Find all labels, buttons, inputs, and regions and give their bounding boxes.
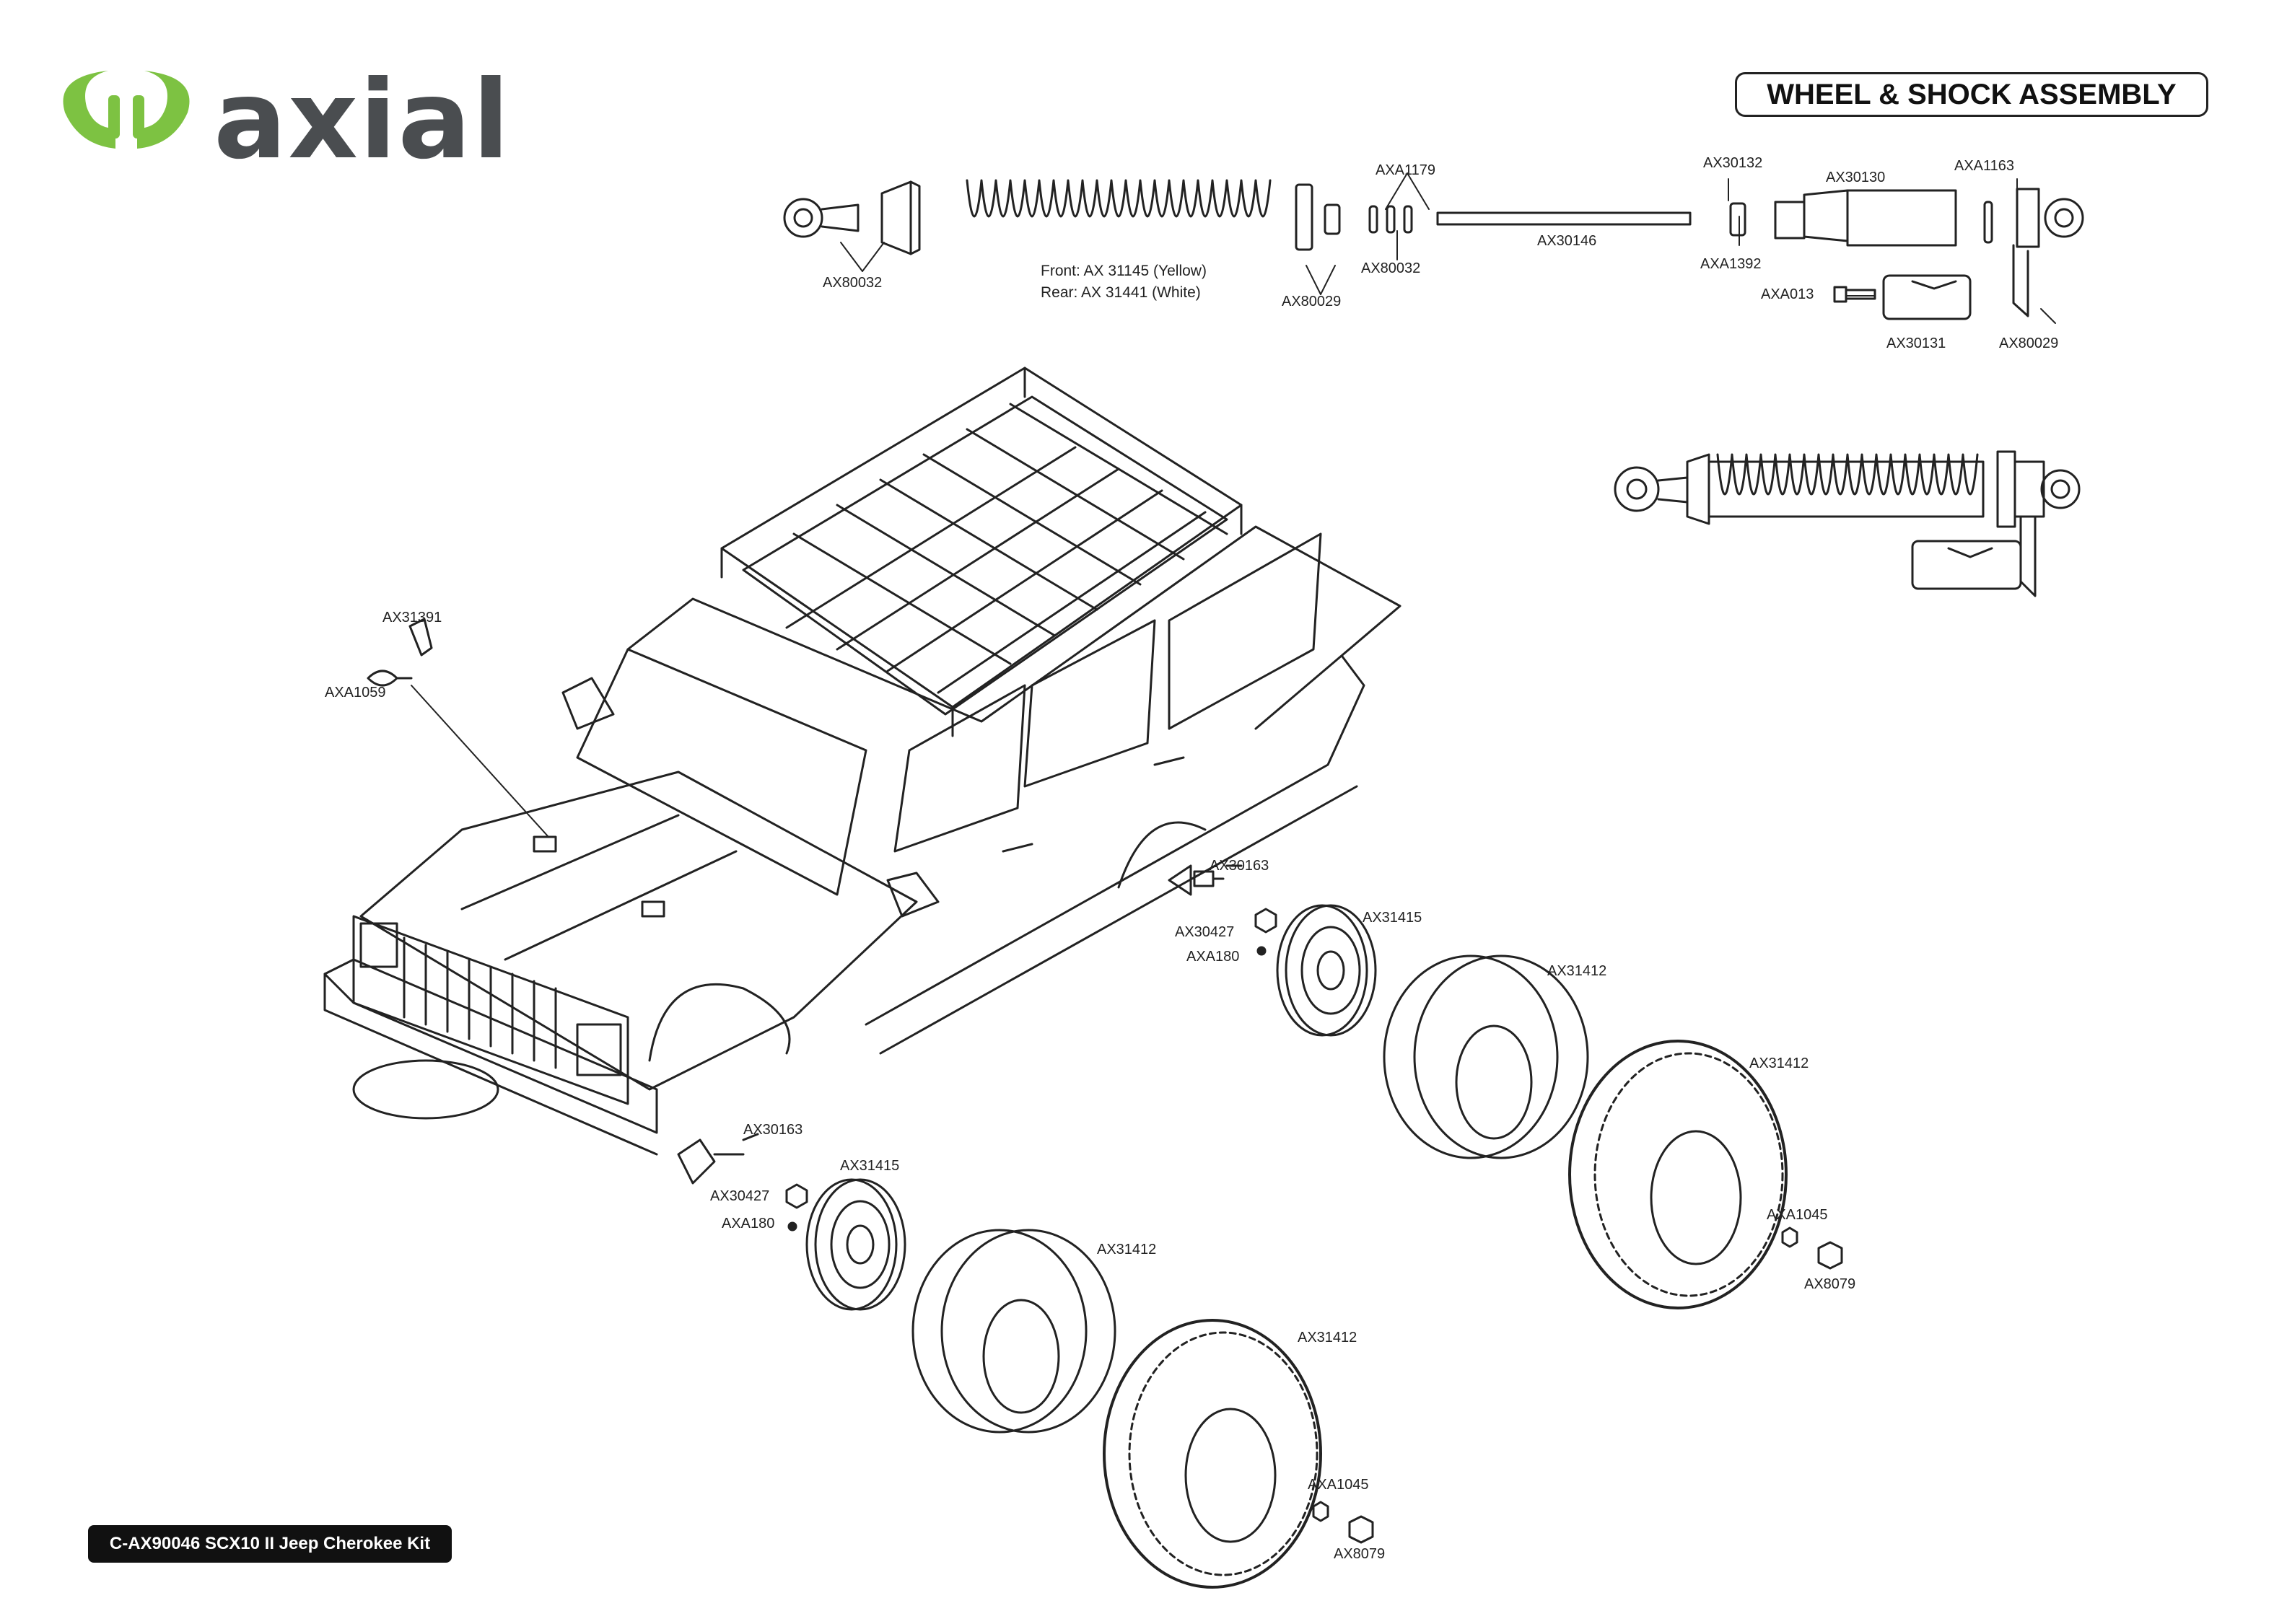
axial-wordmark: axial [214, 58, 512, 183]
label-axa1392: AXA1392 [1700, 256, 1762, 272]
front-wheel-set [677, 1133, 1374, 1589]
axial-logo-icon [63, 71, 190, 149]
label-ax30130: AX30130 [1826, 170, 1885, 185]
label-ax31391: AX31391 [382, 610, 442, 626]
label-ax80032-mid: AX80032 [1361, 260, 1420, 276]
label-ax80029-right: AX80029 [1999, 335, 2058, 351]
label-ax30132: AX30132 [1703, 155, 1762, 171]
label-front-ax31415: AX31415 [840, 1158, 899, 1174]
label-front-ax30427: AX30427 [710, 1188, 769, 1204]
label-rear-tire: AX31412 [1749, 1055, 1809, 1071]
label-front-axa1045: AXA1045 [1308, 1477, 1369, 1493]
label-rear-ax8079: AX8079 [1804, 1276, 1855, 1292]
label-spring-rear: Rear: AX 31441 (White) [1041, 284, 1201, 301]
label-rear-insert: AX31412 [1547, 963, 1606, 979]
kit-label-badge: C-AX90046 SCX10 II Jeep Cherokee Kit [88, 1525, 452, 1563]
label-rear-axa180: AXA180 [1186, 949, 1239, 965]
label-axa1179: AXA1179 [1376, 162, 1435, 178]
label-front-ax8079: AX8079 [1334, 1546, 1385, 1562]
label-ax30146: AX30146 [1537, 233, 1596, 249]
label-front-ax30163: AX30163 [743, 1122, 803, 1138]
label-ax80029-left: AX80029 [1282, 294, 1341, 310]
label-front-insert: AX31412 [1097, 1242, 1156, 1257]
label-rear-ax30163: AX30163 [1210, 858, 1269, 874]
label-axa013: AXA013 [1761, 286, 1814, 302]
body-pin-parts [367, 618, 433, 687]
shock-exploded-parts [783, 179, 2084, 320]
rear-wheel-set [1168, 864, 1843, 1309]
page-title: WHEEL & SHOCK ASSEMBLY [1735, 72, 2208, 117]
label-ax30131: AX30131 [1886, 335, 1946, 351]
part-labels: AX80032 Front: AX 31145 (Yellow) Rear: A… [325, 155, 2058, 1562]
label-rear-ax30427: AX30427 [1175, 924, 1234, 940]
label-rear-ax31415: AX31415 [1363, 910, 1422, 926]
label-rear-axa1045: AXA1045 [1767, 1207, 1828, 1223]
label-ax80032-left: AX80032 [823, 275, 882, 291]
jeep-cherokee-body [323, 367, 1401, 1156]
leader-lines [840, 172, 2056, 324]
label-spring-front: Front: AX 31145 (Yellow) [1041, 263, 1207, 279]
assembled-shock [1614, 450, 2081, 597]
label-axa1059: AXA1059 [325, 685, 386, 701]
label-axa1163: AXA1163 [1954, 158, 2014, 174]
label-front-tire: AX31412 [1298, 1330, 1357, 1346]
label-front-axa180: AXA180 [722, 1216, 774, 1232]
